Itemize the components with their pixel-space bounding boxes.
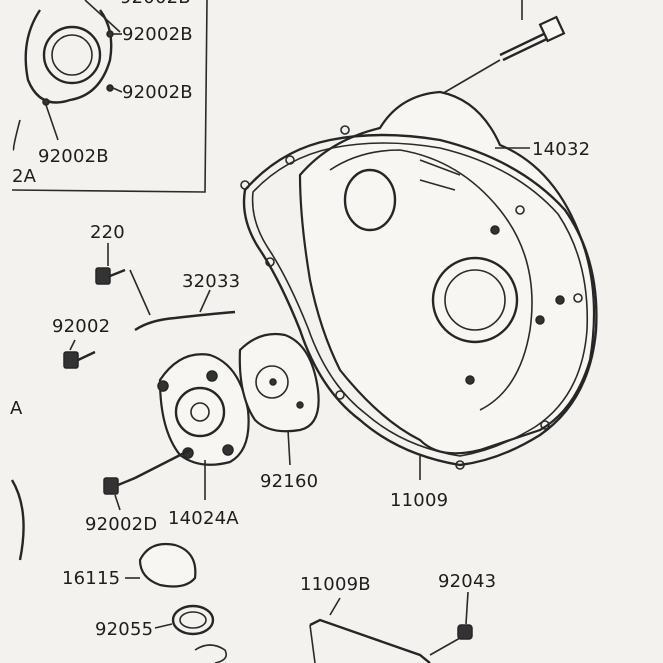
- label-92002B-top: 92002B: [120, 0, 191, 8]
- bolt-92002-shank: [77, 350, 96, 362]
- o-ring-outer: [171, 604, 215, 636]
- inset-cover-circle: [42, 25, 102, 85]
- lower-gasket-group: [309, 591, 473, 663]
- bolt-shank: [499, 30, 549, 57]
- label-92160: 92160: [260, 471, 318, 492]
- o-ring-inner: [179, 611, 207, 629]
- leader-92055: [154, 623, 173, 629]
- leader-92002: [69, 339, 76, 351]
- cover-hole-d: [465, 375, 475, 385]
- plate-gasket-hole: [296, 401, 304, 409]
- plate-bolt-d: [222, 444, 234, 456]
- leader-32033: [199, 289, 211, 313]
- label-14032: 14032: [532, 139, 590, 160]
- gasket-hole-2: [285, 155, 295, 165]
- label-11009B: 11009B: [300, 574, 371, 595]
- label-92002B-c: 92002B: [38, 146, 109, 167]
- label-92002: 92002: [52, 316, 110, 337]
- pipe-leader: [129, 269, 151, 316]
- label-92043: 92043: [438, 571, 496, 592]
- label-14024A: 14024A: [168, 508, 239, 529]
- small-cover-plate: [157, 353, 250, 466]
- plate-bolt-b: [206, 370, 218, 382]
- bolt-220-head: [95, 267, 111, 285]
- inset-bolt-c: [42, 98, 50, 106]
- long-bolt: [439, 0, 566, 96]
- leader-92043: [465, 591, 469, 625]
- label-A: A: [10, 398, 23, 419]
- plate-body: [158, 353, 250, 466]
- leader-92002B-d: [45, 104, 59, 141]
- label-32033: 32033: [182, 271, 240, 292]
- gasket-hole-9: [265, 257, 275, 267]
- plate-ring: [174, 386, 226, 438]
- inset-cover-inner: [51, 34, 93, 76]
- gasket-hole-6: [540, 420, 550, 430]
- bolt-leader: [439, 59, 501, 96]
- label-92002D: 92002D: [85, 514, 157, 535]
- inset-edge: [12, 119, 21, 151]
- cover-gasket: [240, 125, 598, 470]
- spring: [194, 644, 228, 663]
- cover-hole-c: [490, 225, 500, 235]
- label-16115: 16115: [62, 568, 120, 589]
- cover-bore: [431, 256, 519, 344]
- leader-92002B-c: [112, 87, 123, 93]
- leader-92160: [287, 429, 291, 466]
- cover-hole-b: [535, 315, 545, 325]
- gasket-hole-5: [573, 293, 583, 303]
- bolt-92002D-head: [103, 477, 119, 495]
- inset-bolt-b: [106, 84, 114, 92]
- bolt-92002-head: [63, 351, 79, 369]
- label-2A: 2A: [12, 166, 37, 187]
- gasket-outer: [242, 133, 598, 467]
- leader-92002B-a: [84, 0, 121, 33]
- inset-cover-outline: [24, 9, 113, 104]
- gasket-hole-7: [455, 460, 465, 470]
- cover-shaft: [419, 159, 461, 191]
- breather-pipe: [129, 269, 236, 332]
- inset-detail: [11, 0, 208, 193]
- gasket-hole-8: [335, 390, 345, 400]
- oil-cap-group: [125, 542, 228, 663]
- bolt-220-shank: [109, 268, 126, 278]
- lower-gasket: [309, 618, 431, 663]
- left-edge-part: [10, 479, 25, 561]
- cover-hole-a: [555, 295, 565, 305]
- bolt-head: [538, 15, 566, 43]
- plate-gasket-center: [269, 378, 277, 386]
- gasket-hole-4: [515, 205, 525, 215]
- plate-bolt-a: [157, 380, 169, 392]
- cover-bore-inner: [444, 269, 506, 331]
- bolt-92002D-shank: [117, 448, 191, 487]
- gasket-hole-3: [340, 125, 350, 135]
- dowel-line: [429, 637, 461, 656]
- oil-cap: [138, 542, 197, 588]
- plate-gasket: [238, 332, 320, 433]
- label-92055: 92055: [95, 619, 153, 640]
- label-11009: 11009: [390, 490, 448, 511]
- plate-center: [190, 402, 210, 422]
- gasket-inner: [251, 142, 589, 457]
- label-220: 220: [90, 222, 125, 243]
- plate-gasket-ring: [255, 365, 289, 399]
- bolt-shank-2: [502, 35, 552, 62]
- cover-boss: [343, 168, 397, 232]
- inset-bolt-a: [106, 30, 114, 38]
- pipe-line: [134, 310, 236, 332]
- cover-rib-1: [329, 149, 533, 411]
- dowel-92043: [457, 624, 473, 640]
- label-92002B-b: 92002B: [122, 82, 193, 103]
- gasket-hole-1: [240, 180, 250, 190]
- inset-border: [11, 0, 208, 193]
- label-92002B-a: 92002B: [122, 24, 193, 45]
- small-bolts: [63, 243, 191, 495]
- leader-92002D: [114, 494, 121, 511]
- leader-11009B: [329, 597, 341, 616]
- lower-gasket-edge: [309, 624, 316, 663]
